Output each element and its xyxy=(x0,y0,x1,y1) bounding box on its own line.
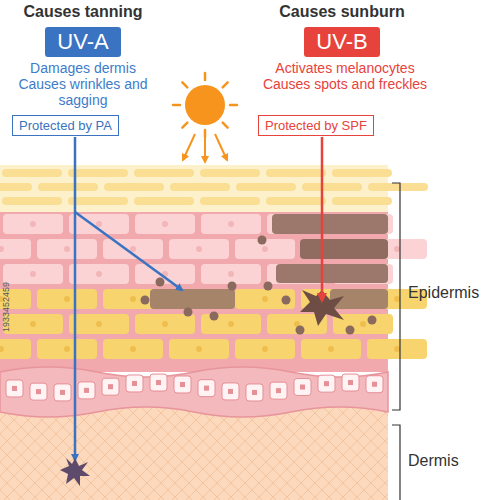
dermis-bracket xyxy=(392,425,400,500)
epidermis-cells xyxy=(0,214,427,359)
uv-label: UV-B xyxy=(304,27,379,57)
heading: Causes tanning xyxy=(3,2,163,22)
watermark: 1933452459 xyxy=(1,282,11,332)
corneum-layer xyxy=(0,165,388,212)
effect-text: Activates melanocytes Causes spots and f… xyxy=(260,60,430,92)
protection-label: Protected by PA xyxy=(19,117,112,134)
dermis-layer xyxy=(0,405,388,500)
basal-cells xyxy=(6,374,383,401)
uvb-arrow xyxy=(321,137,324,300)
corneum-cells xyxy=(0,169,428,205)
epidermis-ground xyxy=(0,212,388,372)
dermis-texture xyxy=(0,405,388,500)
layer-label: Dermis xyxy=(408,452,459,470)
protection-box: Protected by SPF xyxy=(258,115,374,136)
heading: Causes sunburn xyxy=(262,2,422,22)
uva-arrow xyxy=(74,137,77,460)
melanin xyxy=(150,214,388,326)
layer-label: Epidermis xyxy=(408,284,479,302)
uv-label: UV-A xyxy=(45,27,120,57)
epidermis-bracket xyxy=(392,183,400,410)
dermis-damage xyxy=(60,458,90,486)
effect-text: Damages dermis Causes wrinkles and saggi… xyxy=(8,60,158,108)
protection-label: Protected by SPF xyxy=(265,117,367,134)
uva-branch-arrow xyxy=(75,212,182,290)
uv-node: Causes sunburnUV-B xyxy=(262,2,422,57)
uv-node: Causes tanningUV-A xyxy=(3,2,163,57)
protection-box: Protected by PA xyxy=(12,115,119,136)
sun-icon xyxy=(173,73,237,162)
basal-layer xyxy=(0,367,388,417)
